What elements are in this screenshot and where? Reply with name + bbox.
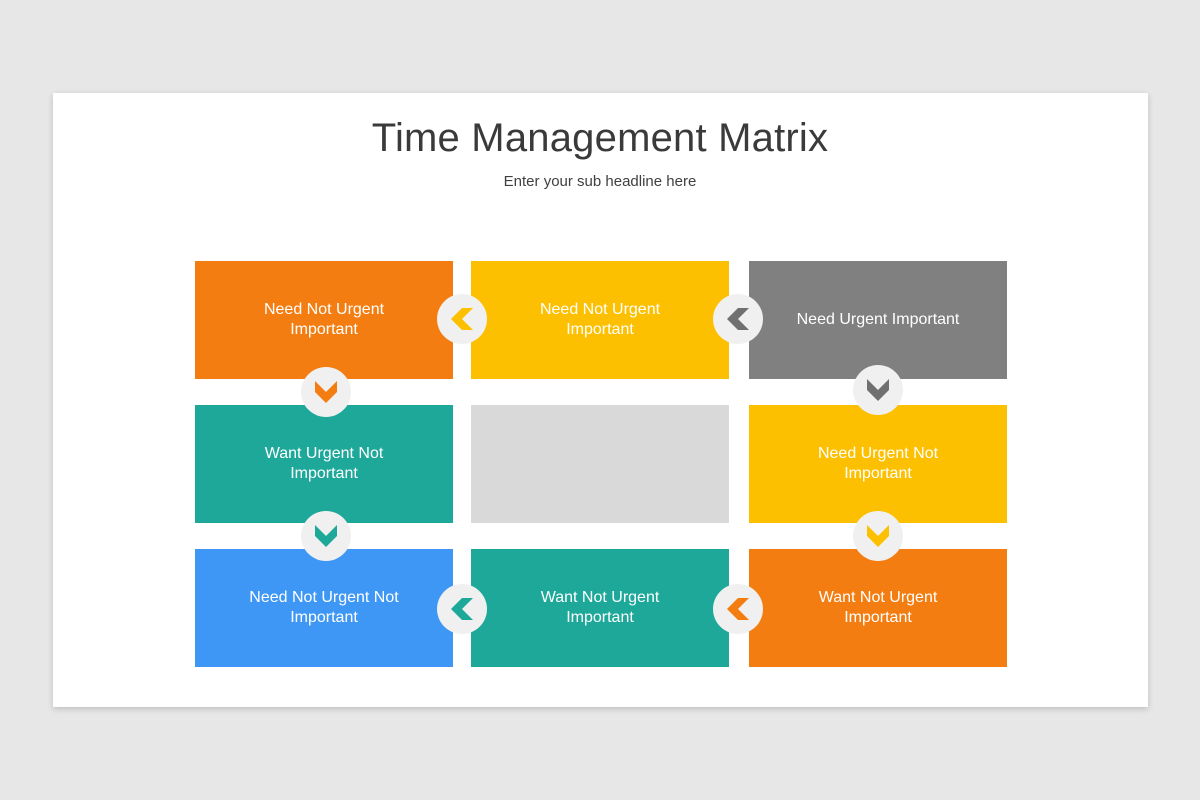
matrix-cell-r3c2: Want Not Urgent Important xyxy=(471,549,729,667)
chevron-left-icon xyxy=(451,598,473,620)
chevron-left-icon xyxy=(727,598,749,620)
matrix-cell-r3c1: Need Not Urgent Not Important xyxy=(195,549,453,667)
connector-c1-down-a xyxy=(301,367,351,417)
slide-subtitle: Enter your sub headline here xyxy=(503,173,697,190)
chevron-down-icon xyxy=(867,525,889,547)
cell-label: Want Not Urgent Important xyxy=(818,589,938,626)
cell-label: Need Not Urgent Important xyxy=(263,301,385,338)
matrix-cell-r1c3: Need Urgent Important xyxy=(749,261,1007,379)
matrix-cell-r3c3: Want Not Urgent Important xyxy=(749,549,1007,667)
chevron-left-icon xyxy=(727,308,749,330)
connector-r3-left-a xyxy=(437,584,487,634)
cell-label: Want Not Urgent Important xyxy=(540,589,660,626)
cell-label: Need Urgent Important xyxy=(796,311,960,328)
cell-label: Want Urgent Not Important xyxy=(264,445,384,482)
matrix-cell-r2c1: Want Urgent Not Important xyxy=(195,405,453,523)
chevron-down-icon xyxy=(315,381,337,403)
matrix-cell-r1c1: Need Not Urgent Important xyxy=(195,261,453,379)
connector-r3-left-b xyxy=(713,584,763,634)
matrix-cell-r1c2: Need Not Urgent Important xyxy=(471,261,729,379)
matrix-cell-r2c2 xyxy=(471,405,729,523)
slide-title: Time Management Matrix xyxy=(371,116,829,160)
connector-c3-down-a xyxy=(853,365,903,415)
chevron-left-icon xyxy=(451,308,473,330)
chevron-down-icon xyxy=(867,379,889,401)
cell-label: Need Not Urgent Not Important xyxy=(249,589,399,626)
connector-c3-down-b xyxy=(853,511,903,561)
cell-label: Need Urgent Not Important xyxy=(817,445,939,482)
matrix-cell-r2c3: Need Urgent Not Important xyxy=(749,405,1007,523)
connector-r1-left-a xyxy=(437,294,487,344)
cell-label: Need Not Urgent Important xyxy=(539,301,661,338)
connector-r1-left-b xyxy=(713,294,763,344)
chevron-down-icon xyxy=(315,525,337,547)
connector-c1-down-b xyxy=(301,511,351,561)
